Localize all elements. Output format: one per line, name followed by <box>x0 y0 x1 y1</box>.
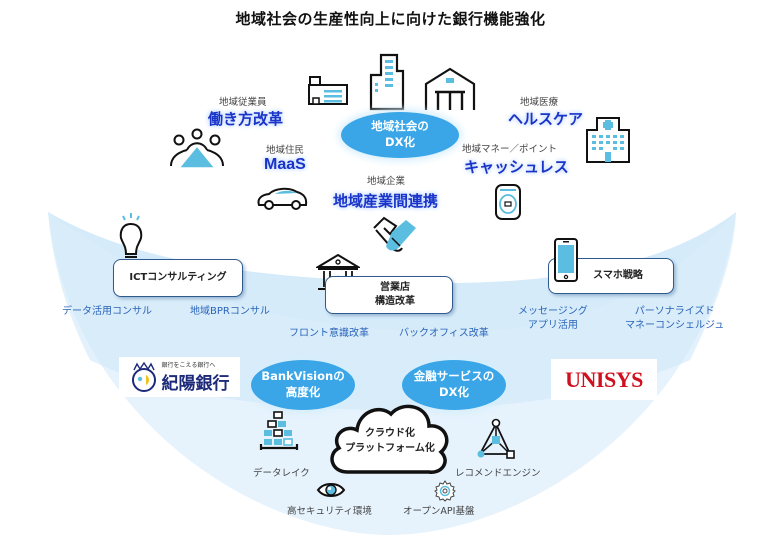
car-icon <box>257 187 308 210</box>
regional-dx-ellipse: 地域社会の DX化 <box>341 112 459 158</box>
heading-workstyle-reform: 働き方改革 <box>208 110 284 128</box>
heading-maas: MaaS <box>264 156 306 173</box>
smartphone-icon <box>554 238 578 282</box>
bankvision-ellipse: BankVisionの 高度化 <box>251 360 355 410</box>
kiyo-bank-logo: 銀行をこえる銀行へ 紀陽銀行 <box>119 357 240 397</box>
lightbulb-icon <box>119 213 143 264</box>
sub-front-awareness-reform: フロント意識改革 <box>289 328 369 339</box>
category-label-healthcare: 地域医療 <box>520 97 559 108</box>
meeting-people-icon <box>170 128 224 169</box>
data-blocks-icon <box>259 411 299 450</box>
heading-cashless: キャッシュレス <box>464 158 569 176</box>
financial-service-dx-ellipse: 金融サービスの DX化 <box>402 360 506 410</box>
kiyo-bank-name: 紀陽銀行 <box>161 374 230 394</box>
category-label-employees: 地域従業員 <box>219 97 267 108</box>
label-recommend-engine: レコメンドエンジン <box>455 468 541 479</box>
sub-data-consulting: データ活用コンサル <box>62 306 152 317</box>
label-data-lake: データレイク <box>253 468 310 479</box>
unisys-logo: UNISYS <box>551 359 657 400</box>
label-open-api-platform: オープンAPI基盤 <box>403 506 475 517</box>
eye-icon <box>316 483 346 497</box>
network-triangle-icon <box>477 418 515 459</box>
payment-terminal-icon <box>495 184 521 220</box>
heading-healthcare: ヘルスケア <box>508 110 584 128</box>
office-building-icon <box>369 53 405 111</box>
category-label-companies: 地域企業 <box>367 176 406 187</box>
unisys-wordmark: UNISYS <box>565 366 643 392</box>
heading-industry-collaboration: 地域産業間連携 <box>333 192 439 210</box>
cloud-icon <box>330 404 449 474</box>
ict-consulting-box: ICTコンサルティング <box>113 259 243 297</box>
kiyo-mascot-icon <box>131 361 156 392</box>
sub-personalized-money-concierge: パーソナライズド マネーコンシェルジュ <box>625 306 725 331</box>
label-high-security: 高セキュリティ環境 <box>287 506 372 517</box>
category-label-money-points: 地域マネー／ポイント <box>462 144 558 155</box>
branch-reform-box: 営業店 構造改革 <box>325 276 453 314</box>
sub-messaging-app: メッセージング アプリ活用 <box>518 306 588 331</box>
kiyo-tagline: 銀行をこえる銀行へ <box>161 362 216 369</box>
sub-back-office-reform: バックオフィス改革 <box>399 328 489 339</box>
cloud-platform-label: クラウド化 プラットフォーム化 <box>345 428 435 454</box>
handshake-icon <box>373 216 416 252</box>
category-label-residents: 地域住民 <box>266 145 305 156</box>
page-title: 地域社会の生産性向上に向けた銀行機能強化 <box>235 10 546 28</box>
gear-icon <box>434 480 456 502</box>
sub-regional-bpr-consulting: 地域BPRコンサル <box>190 306 270 317</box>
warehouse-icon <box>424 67 476 110</box>
factory-icon <box>308 76 348 105</box>
hospital-icon <box>586 117 630 163</box>
